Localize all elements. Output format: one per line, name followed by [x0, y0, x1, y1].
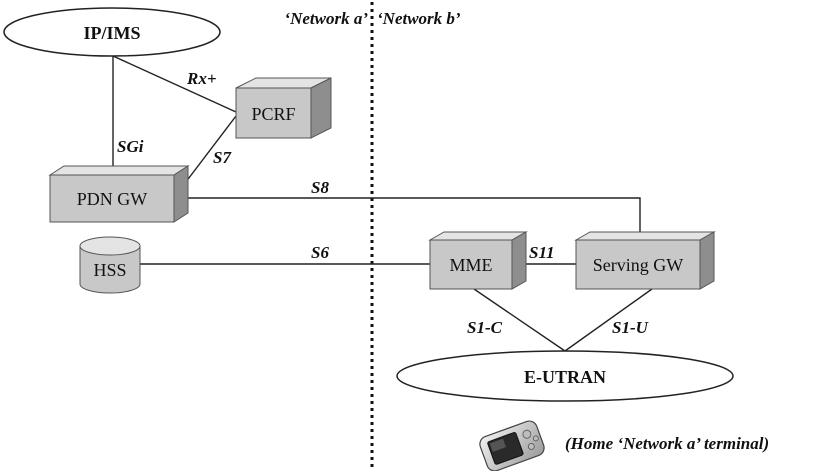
hss-node: HSS: [79, 236, 141, 294]
pda-device-icon: [479, 420, 545, 471]
e-utran-label: E-UTRAN: [524, 367, 606, 387]
serving-gw-node: Serving GW: [574, 231, 716, 290]
mme-node: MME: [428, 231, 528, 290]
network-b-label: ‘Network b’: [377, 9, 461, 28]
interface-label-s7: S7: [213, 148, 232, 167]
interface-label-s6: S6: [311, 243, 329, 262]
pcrf-label: PCRF: [251, 104, 295, 124]
network-a-label: ‘Network a’: [284, 9, 368, 28]
ip-ims-node: IP/IMS: [3, 7, 221, 57]
link-s1-u: [564, 288, 653, 352]
interface-label-s8: S8: [311, 178, 329, 197]
interface-label-rx-plus: Rx+: [186, 69, 217, 88]
hss-label: HSS: [93, 260, 126, 280]
interface-label-s1-c: S1-C: [467, 318, 503, 337]
link-rx-plus: [112, 55, 237, 113]
serving-gw-label: Serving GW: [593, 255, 683, 275]
interface-label-s1-u: S1-U: [612, 318, 649, 337]
link-s1-c: [473, 288, 566, 352]
pcrf-node: PCRF: [235, 77, 332, 139]
interface-label-sgi: SGi: [117, 137, 144, 156]
ip-ims-label: IP/IMS: [83, 23, 140, 43]
pdn-gw-label: PDN GW: [77, 189, 148, 209]
e-utran-node: E-UTRAN: [396, 350, 734, 402]
link-s8: [188, 197, 641, 232]
terminal-caption: (Home ‘Network a’ terminal): [565, 434, 769, 453]
mme-label: MME: [449, 255, 492, 275]
pdn-gw-node: PDN GW: [48, 165, 190, 223]
interface-label-s11: S11: [529, 243, 555, 262]
